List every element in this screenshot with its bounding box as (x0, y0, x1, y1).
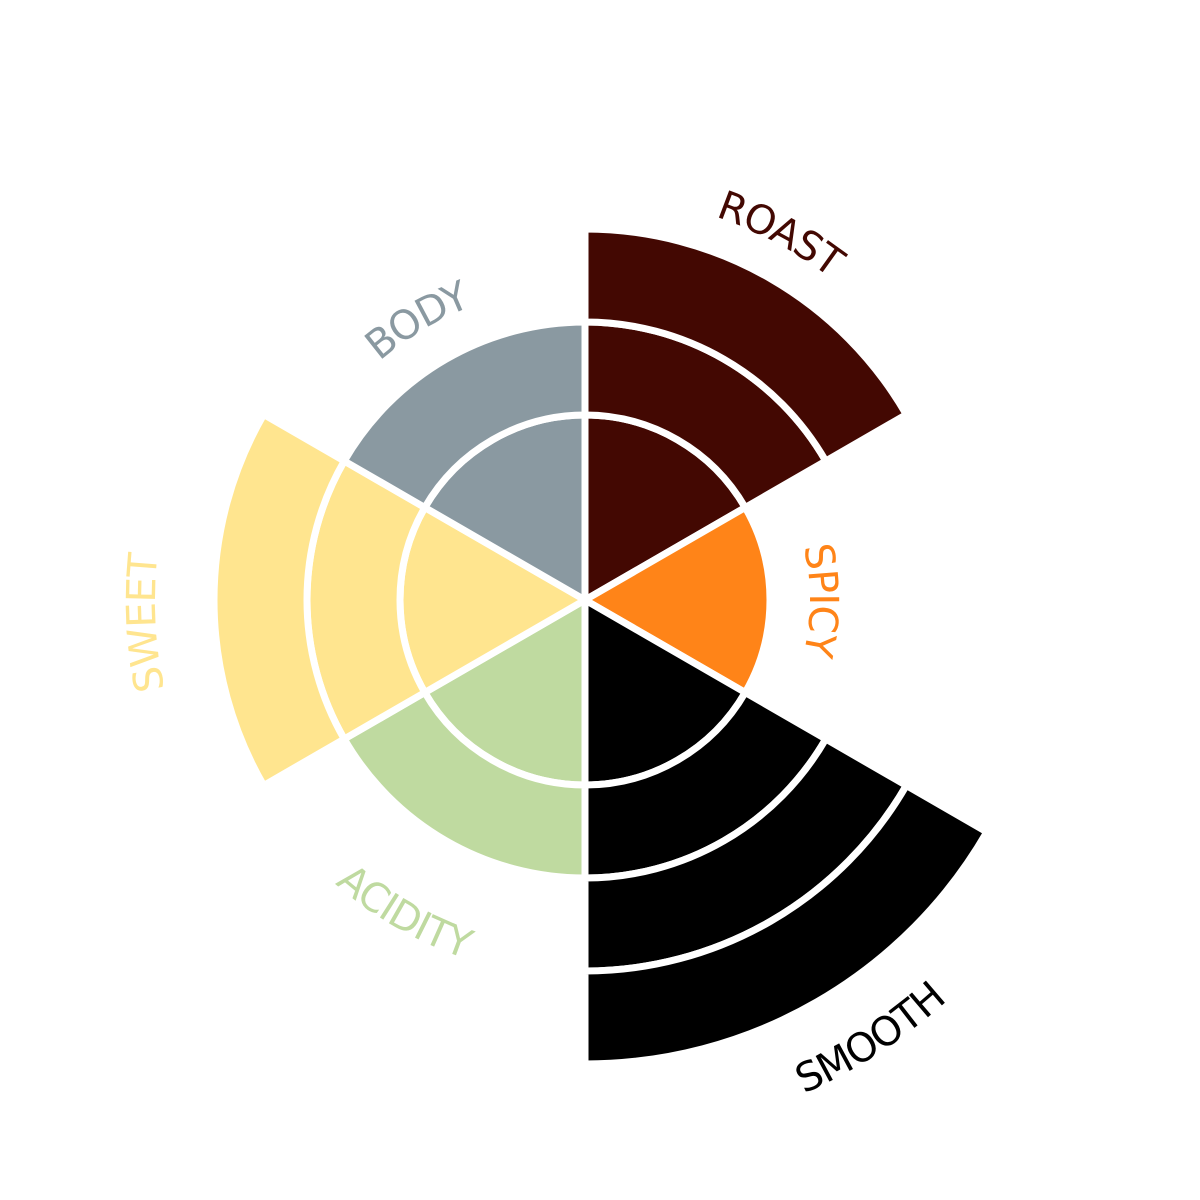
segment-sweet-level-3 (210, 411, 348, 789)
segment-smooth-level-4 (581, 782, 991, 1068)
label-acidity: ACIDITY (328, 856, 478, 969)
segment-acidity-level-2 (340, 689, 589, 882)
segment-spicy-level-1 (581, 504, 774, 696)
label-sweet: SWEET (119, 551, 174, 696)
label-spicy: SPICY (794, 540, 846, 662)
segment-body-level-2 (340, 318, 589, 511)
segment-roast-level-3 (581, 225, 910, 465)
